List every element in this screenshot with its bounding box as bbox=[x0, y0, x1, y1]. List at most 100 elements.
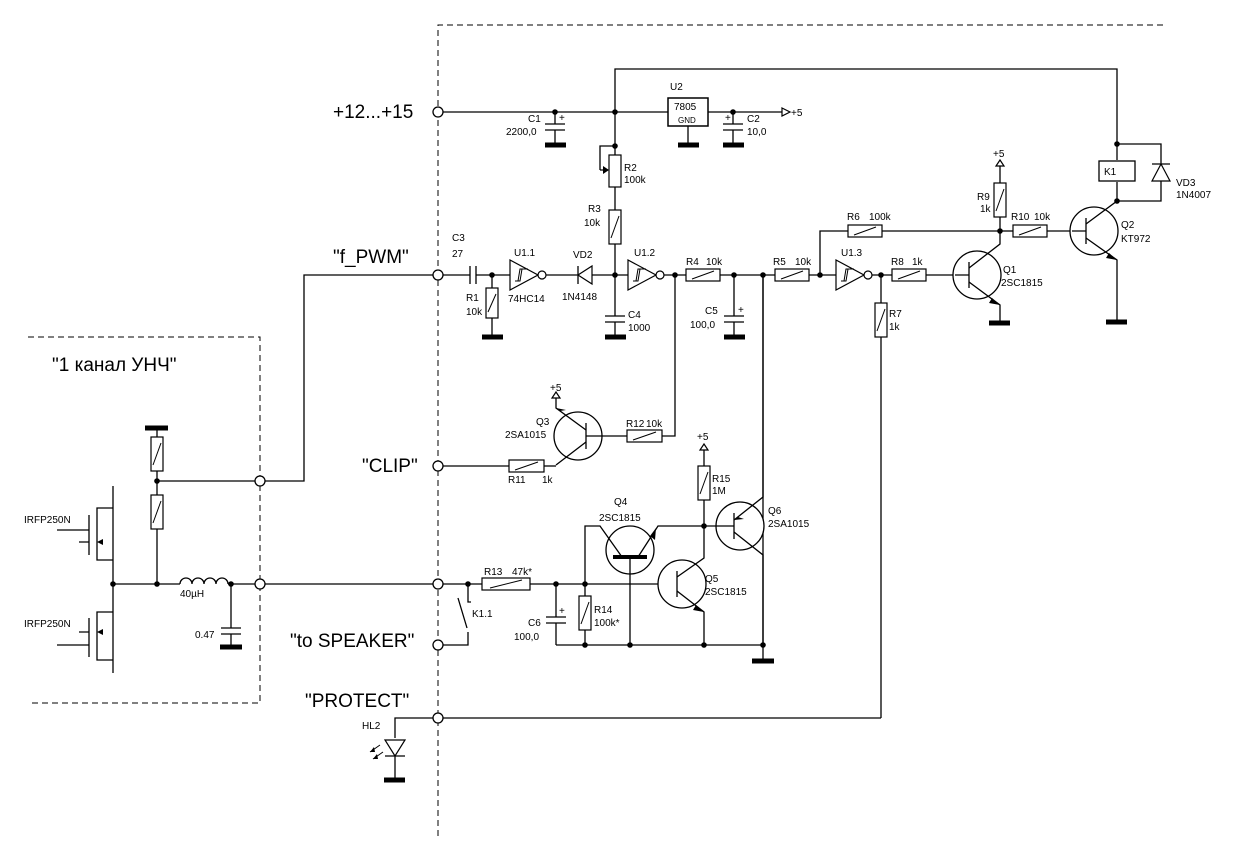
clip-label: "CLIP" bbox=[362, 456, 418, 477]
r6-resistor: R6 100k bbox=[819, 212, 1000, 275]
svg-text:C4: C4 bbox=[628, 310, 641, 321]
svg-text:+: + bbox=[559, 113, 565, 124]
svg-text:U1.2: U1.2 bbox=[634, 248, 656, 259]
c1-capacitor: + C1 2200,0 bbox=[506, 112, 566, 148]
junction-dots bbox=[110, 109, 1120, 648]
r3-resistor: R3 10k bbox=[584, 187, 622, 275]
vd2-diode: VD2 1N4148 bbox=[562, 250, 597, 303]
amplifier-channel-boundary bbox=[28, 336, 261, 704]
svg-text:R7: R7 bbox=[889, 309, 902, 320]
svg-text:+5: +5 bbox=[697, 432, 709, 443]
channel-feedback-terminal bbox=[254, 475, 266, 487]
r4-resistor: R4 10k bbox=[685, 257, 723, 282]
clip-terminal bbox=[432, 460, 444, 472]
svg-text:R8: R8 bbox=[891, 257, 904, 268]
speaker-terminal bbox=[432, 639, 444, 651]
svg-text:VD3: VD3 bbox=[1176, 178, 1196, 189]
r2-potentiometer: R2 100k bbox=[599, 112, 647, 188]
svg-text:+: + bbox=[559, 606, 565, 617]
c4-capacitor: C4 1000 bbox=[605, 275, 651, 340]
hl2-led: HL2 bbox=[362, 717, 434, 783]
svg-text:1k: 1k bbox=[542, 475, 554, 486]
svg-text:47k*: 47k* bbox=[512, 567, 532, 578]
svg-text:Q1: Q1 bbox=[1003, 265, 1017, 276]
svg-text:1000: 1000 bbox=[628, 323, 651, 334]
svg-text:2SC1815: 2SC1815 bbox=[1001, 278, 1043, 289]
channel-link-wires bbox=[264, 274, 434, 585]
k1-relay-coil: K1 bbox=[1098, 160, 1136, 182]
svg-text:R6: R6 bbox=[847, 212, 860, 223]
svg-text:Q5: Q5 bbox=[705, 574, 719, 585]
vd3-diode: VD3 1N4007 bbox=[1117, 143, 1211, 202]
r9-resistor: +5 R9 1k bbox=[977, 149, 1007, 231]
u1-2-inverter: U1.2 bbox=[627, 248, 665, 292]
svg-text:C5: C5 bbox=[705, 306, 718, 317]
svg-text:2200,0: 2200,0 bbox=[506, 127, 537, 138]
svg-text:R15: R15 bbox=[712, 474, 731, 485]
svg-text:R5: R5 bbox=[773, 257, 786, 268]
svg-text:100,0: 100,0 bbox=[514, 632, 539, 643]
svg-text:27: 27 bbox=[452, 249, 464, 260]
feedback-divider bbox=[145, 425, 256, 584]
c2-capacitor: + C2 10,0 bbox=[723, 112, 767, 148]
svg-text:R4: R4 bbox=[686, 257, 699, 268]
k1-1-contact: K1.1 bbox=[443, 584, 493, 646]
svg-text:C1: C1 bbox=[528, 114, 541, 125]
svg-text:+5: +5 bbox=[993, 149, 1005, 160]
svg-text:R3: R3 bbox=[588, 204, 601, 215]
u1-3-inverter: U1.3 bbox=[835, 248, 873, 292]
q3-transistor: +5 Q3 2SA1015 bbox=[505, 383, 627, 466]
svg-text:U2: U2 bbox=[670, 82, 683, 93]
svg-text:2SC1815: 2SC1815 bbox=[705, 587, 747, 598]
svg-text:IRFP250N: IRFP250N bbox=[24, 619, 71, 630]
terminals bbox=[254, 106, 444, 724]
u1-1-inverter: U1.1 74HC14 bbox=[508, 248, 547, 305]
plus5-out-arrow bbox=[781, 107, 792, 117]
svg-text:R9: R9 bbox=[977, 192, 990, 203]
r7-resistor: R7 1k bbox=[874, 275, 902, 718]
supply-terminal bbox=[432, 106, 444, 118]
svg-text:+: + bbox=[725, 113, 731, 124]
svg-text:2SC1815: 2SC1815 bbox=[599, 513, 641, 524]
svg-text:10k: 10k bbox=[466, 307, 483, 318]
f-pwm-label: "f_PWM" bbox=[333, 247, 409, 268]
svg-text:R13: R13 bbox=[484, 567, 503, 578]
output-capacitor: 0.47 bbox=[195, 584, 242, 650]
svg-text:10,0: 10,0 bbox=[747, 127, 767, 138]
svg-text:100k: 100k bbox=[869, 212, 892, 223]
svg-text:R1: R1 bbox=[466, 293, 479, 304]
svg-text:K1.1: K1.1 bbox=[472, 609, 493, 620]
u2-regulator: 7805 GND U2 bbox=[667, 82, 709, 148]
svg-text:10k: 10k bbox=[584, 218, 601, 229]
svg-text:1N4148: 1N4148 bbox=[562, 292, 597, 303]
r11-resistor: R11 1k bbox=[443, 459, 556, 486]
r5-resistor: R5 10k bbox=[773, 257, 812, 282]
q5-transistor: Q5 2SC1815 bbox=[657, 526, 747, 645]
svg-text:0.47: 0.47 bbox=[195, 630, 215, 641]
svg-text:R2: R2 bbox=[624, 163, 637, 174]
q6-transistor: Q6 2SA1015 bbox=[704, 275, 810, 645]
q1-transistor: Q1 2SC1815 bbox=[952, 231, 1043, 326]
c5-capacitor: + C5 100,0 bbox=[690, 275, 745, 340]
svg-text:R12: R12 bbox=[626, 419, 645, 430]
svg-text:C6: C6 bbox=[528, 618, 541, 629]
supply-label: +12...+15 bbox=[333, 102, 413, 123]
svg-text:Q4: Q4 bbox=[614, 497, 628, 508]
channel-label: "1 канал УНЧ" bbox=[52, 355, 177, 376]
svg-text:40µH: 40µH bbox=[180, 589, 204, 600]
svg-text:R10: R10 bbox=[1011, 212, 1030, 223]
svg-text:+: + bbox=[738, 305, 744, 316]
svg-text:GND: GND bbox=[678, 116, 696, 125]
svg-text:10k: 10k bbox=[646, 419, 663, 430]
r15-resistor: +5 R15 1M bbox=[697, 432, 731, 526]
output-stage: IRFP250N IRFP250N bbox=[24, 486, 114, 673]
svg-text:10k: 10k bbox=[1034, 212, 1051, 223]
svg-text:U1.3: U1.3 bbox=[841, 248, 863, 259]
svg-text:VD2: VD2 bbox=[573, 250, 593, 261]
svg-text:C3: C3 bbox=[452, 233, 465, 244]
svg-text:Q2: Q2 bbox=[1121, 220, 1135, 231]
svg-text:U1.1: U1.1 bbox=[514, 248, 536, 259]
board-boundary bbox=[437, 24, 1165, 836]
svg-text:C2: C2 bbox=[747, 114, 760, 125]
svg-text:2SA1015: 2SA1015 bbox=[505, 430, 547, 441]
